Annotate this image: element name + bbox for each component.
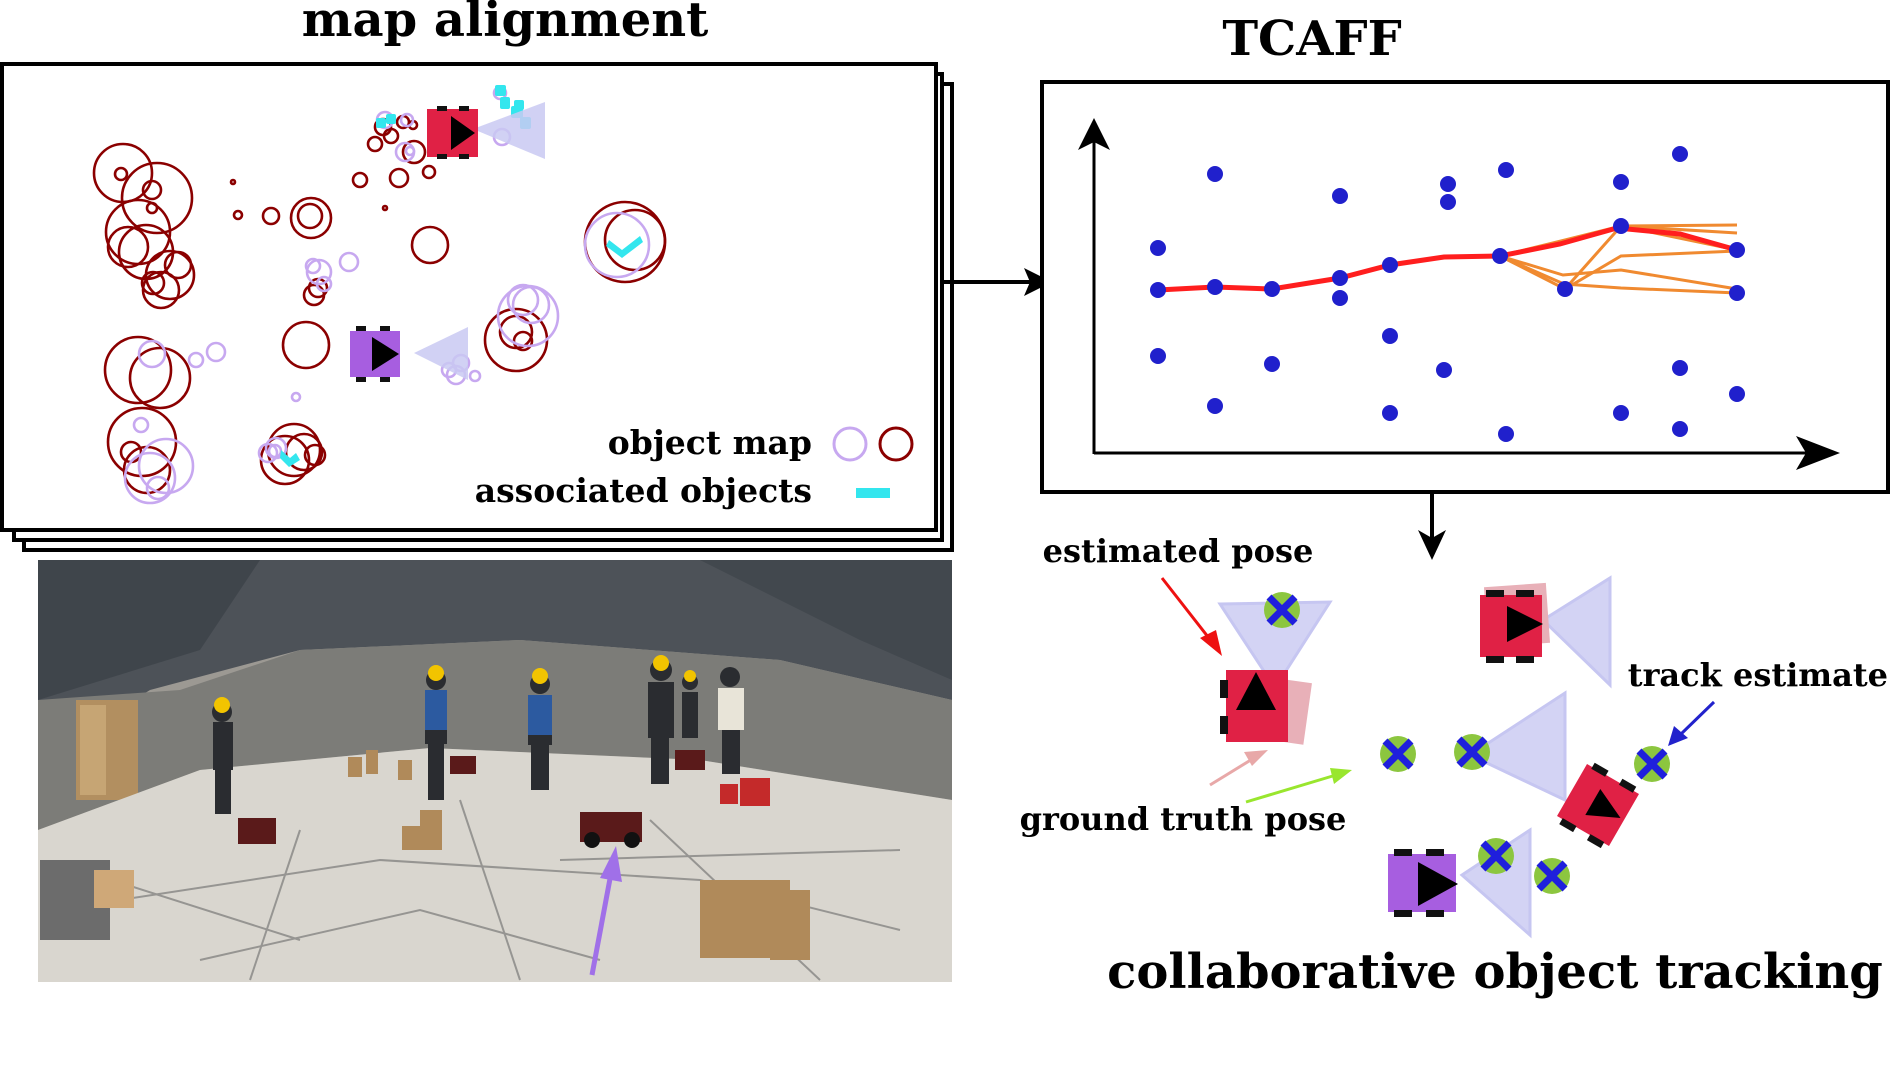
robot-icon: [1220, 670, 1312, 745]
right-arrow-icon: [940, 268, 1052, 296]
track-estimate-label: track estimate: [1628, 656, 1888, 694]
experiment-photo: [38, 560, 952, 982]
down-arrow-icon: [1418, 492, 1446, 560]
map-alignment-title: map alignment: [302, 0, 709, 48]
collab-tracking-title: collaborative object tracking: [1107, 944, 1883, 1000]
legend-object-map-label: object map: [608, 423, 812, 462]
legend-associated-objects-label: associated objects: [475, 471, 812, 510]
robot-icon: [1480, 583, 1550, 663]
tcaff-title: TCAFF: [1222, 11, 1401, 67]
robot-icon: [1554, 760, 1641, 851]
estimated-pose-label: estimated pose: [1043, 532, 1314, 570]
robot-icon: [1388, 849, 1458, 917]
ground-truth-pose-label: ground truth pose: [1020, 800, 1347, 838]
